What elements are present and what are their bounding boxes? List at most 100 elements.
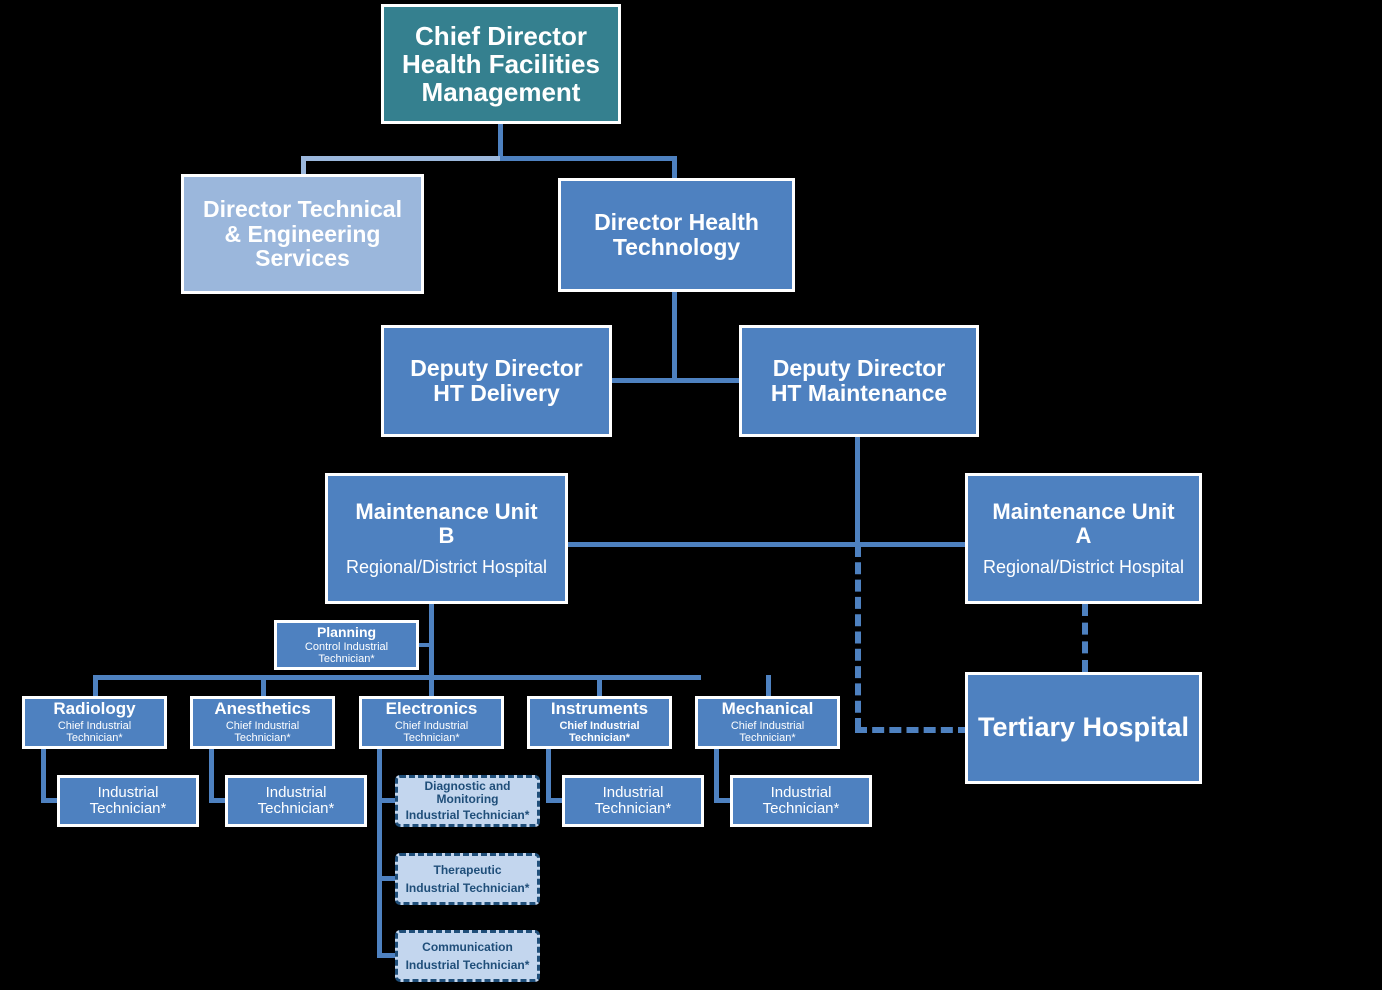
connector-mechanical-tech-v xyxy=(714,748,719,802)
node-planning[interactable]: Planning Control Industrial Technician* xyxy=(274,620,419,670)
connector-drop-anesthetics xyxy=(261,675,266,699)
planning-sub-line1: Control Industrial xyxy=(304,640,389,653)
subunit-therapeutic-sub: Industrial Technician* xyxy=(405,880,530,895)
subunit-diagnostic-title-line2: Monitoring xyxy=(436,792,499,807)
subunit-diagnostic-sub: Industrial Technician* xyxy=(405,807,530,822)
department-electronics[interactable]: Electronics Chief Industrial Technician* xyxy=(359,696,504,749)
connector-electronics-sub3 xyxy=(377,953,402,958)
department-mechanical-sub1: Chief Industrial xyxy=(730,720,805,733)
node-director-health-technology[interactable]: Director Health Technology xyxy=(558,178,795,292)
technician-mechanical-line1: Industrial xyxy=(770,783,832,801)
department-anesthetics[interactable]: Anesthetics Chief Industrial Technician* xyxy=(190,696,335,749)
technician-radiology-line2: Technician* xyxy=(89,800,167,817)
technician-radiology[interactable]: Industrial Technician* xyxy=(57,775,199,827)
connector-bus-left xyxy=(301,156,501,161)
department-instruments-sub1: Chief Industrial xyxy=(559,720,640,733)
connector-bus-right xyxy=(500,156,677,161)
connector-radiology-tech-v xyxy=(41,748,46,802)
department-mechanical-title: Mechanical xyxy=(721,698,814,718)
department-radiology-title: Radiology xyxy=(53,698,136,718)
planning-title: Planning xyxy=(316,623,377,640)
tertiary-hospital-title: Tertiary Hospital xyxy=(977,712,1190,743)
chief-director-line3: Management xyxy=(421,77,581,108)
director-health-technology-line1: Director Health xyxy=(594,209,759,236)
technician-anesthetics[interactable]: Industrial Technician* xyxy=(225,775,367,827)
technician-instruments-line2: Technician* xyxy=(594,800,672,817)
department-anesthetics-sub1: Chief Industrial xyxy=(225,720,300,733)
connector-dht-stem xyxy=(672,292,677,380)
deputy-maintenance-line1: Deputy Director xyxy=(772,355,946,382)
department-anesthetics-title: Anesthetics xyxy=(214,698,311,718)
connector-drop-mechanical xyxy=(766,675,771,699)
node-tertiary-hospital[interactable]: Tertiary Hospital xyxy=(965,672,1202,784)
connector-to-director-technical xyxy=(301,156,306,178)
connector-electronics-sub1 xyxy=(377,798,402,803)
connector-mechanical-tech-h xyxy=(714,798,739,803)
node-deputy-director-ht-maintenance[interactable]: Deputy Director HT Maintenance xyxy=(739,325,979,437)
connector-planning xyxy=(419,643,434,647)
node-maintenance-unit-b[interactable]: Maintenance Unit B Regional/District Hos… xyxy=(325,473,568,604)
director-health-technology-line2: Technology xyxy=(612,234,741,260)
connector-dashed-unit-a-tertiary xyxy=(1082,604,1088,672)
planning-sub-line2: Technician* xyxy=(318,652,375,665)
maintenance-unit-a-line1: Maintenance Unit xyxy=(992,499,1175,525)
connector-anesthetics-tech-v xyxy=(209,748,214,802)
deputy-delivery-line1: Deputy Director xyxy=(410,355,583,382)
electronics-subunit-diagnostic-monitoring[interactable]: Diagnostic and Monitoring Industrial Tec… xyxy=(395,775,540,827)
node-maintenance-unit-a[interactable]: Maintenance Unit A Regional/District Hos… xyxy=(965,473,1202,604)
director-technical-line3: Services xyxy=(255,245,350,272)
deputy-maintenance-line2: HT Maintenance xyxy=(770,380,948,406)
department-electronics-title: Electronics xyxy=(385,698,478,718)
connector-drop-radiology xyxy=(93,675,98,699)
connector-radiology-tech-h xyxy=(41,798,66,803)
node-director-technical-engineering[interactable]: Director Technical & Engineering Service… xyxy=(181,174,424,294)
connector-drop-electronics xyxy=(429,675,434,699)
maintenance-unit-b-line2: B xyxy=(438,522,455,548)
department-mechanical[interactable]: Mechanical Chief Industrial Technician* xyxy=(695,696,840,749)
technician-mechanical-line2: Technician* xyxy=(762,800,840,817)
connector-drop-instruments xyxy=(597,675,602,699)
department-instruments-sub2: Technician* xyxy=(569,732,630,745)
node-deputy-director-ht-delivery[interactable]: Deputy Director HT Delivery xyxy=(381,325,612,437)
director-technical-line1: Director Technical xyxy=(203,195,402,222)
electronics-subunit-therapeutic[interactable]: Therapeutic Industrial Technician* xyxy=(395,853,540,905)
technician-mechanical[interactable]: Industrial Technician* xyxy=(730,775,872,827)
maintenance-unit-a-subtitle: Regional/District Hospital xyxy=(982,556,1185,577)
department-radiology[interactable]: Radiology Chief Industrial Technician* xyxy=(22,696,167,749)
maintenance-unit-a-line2: A xyxy=(1075,522,1092,548)
department-radiology-sub2: Technician* xyxy=(66,732,123,745)
director-technical-line2: & Engineering xyxy=(224,220,381,247)
technician-anesthetics-line1: Industrial xyxy=(265,783,327,801)
department-mechanical-sub2: Technician* xyxy=(739,732,796,745)
department-instruments[interactable]: Instruments Chief Industrial Technician* xyxy=(527,696,672,749)
connector-dashed-vertical-tertiary xyxy=(855,545,861,730)
connector-electronics-spine xyxy=(377,748,382,958)
electronics-subunit-communication[interactable]: Communication Industrial Technician* xyxy=(395,930,540,982)
department-instruments-title: Instruments xyxy=(550,698,649,718)
subunit-communication-title: Communication xyxy=(422,939,513,954)
chief-director-line2: Health Facilities xyxy=(402,48,600,79)
chief-director-line1: Chief Director xyxy=(415,20,587,51)
connector-department-bus xyxy=(93,675,701,680)
maintenance-unit-b-subtitle: Regional/District Hospital xyxy=(345,556,548,577)
subunit-therapeutic-title: Therapeutic xyxy=(433,862,502,877)
subunit-diagnostic-title-line1: Diagnostic and xyxy=(424,779,511,794)
connector-chief-stem xyxy=(498,122,503,159)
connector-deputy-maintenance-stem xyxy=(855,437,860,545)
connector-anesthetics-tech-h xyxy=(209,798,234,803)
technician-instruments-line1: Industrial xyxy=(602,783,664,801)
connector-deputy-bus xyxy=(612,378,742,383)
department-electronics-sub2: Technician* xyxy=(403,732,460,745)
connector-dashed-horizontal-tertiary xyxy=(855,727,970,733)
connector-instruments-tech-h xyxy=(546,798,571,803)
deputy-delivery-line2: HT Delivery xyxy=(433,380,560,406)
technician-radiology-line1: Industrial xyxy=(97,783,159,801)
maintenance-unit-b-line1: Maintenance Unit xyxy=(355,499,538,525)
connector-instruments-tech-v xyxy=(546,748,551,802)
node-chief-director[interactable]: Chief Director Health Facilities Managem… xyxy=(381,4,621,124)
technician-anesthetics-line2: Technician* xyxy=(257,800,335,817)
connector-electronics-sub2 xyxy=(377,876,402,881)
subunit-communication-sub: Industrial Technician* xyxy=(405,957,530,972)
technician-instruments[interactable]: Industrial Technician* xyxy=(562,775,704,827)
